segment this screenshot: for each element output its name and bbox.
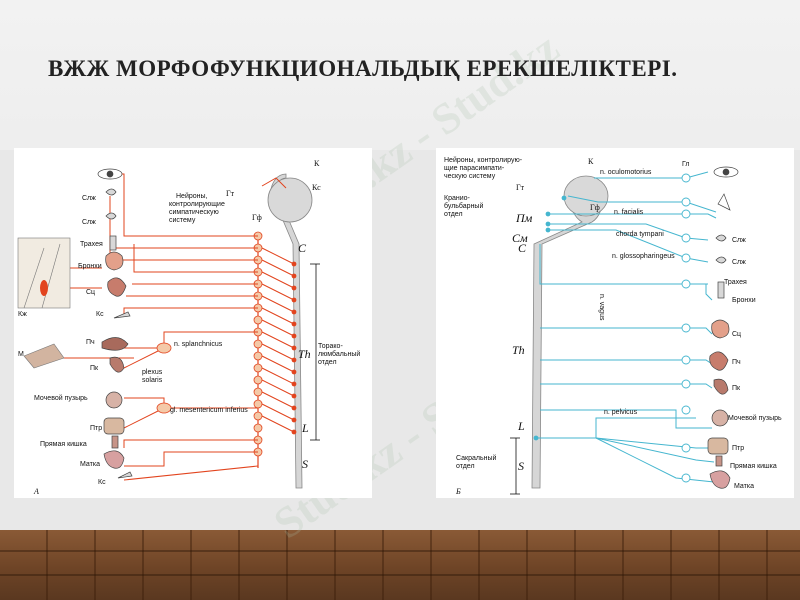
parasympathetic-diagram-svg: Нейроны, контролирую- щие парасимпати- ч… — [444, 156, 782, 496]
svg-text:Пк: Пк — [90, 365, 99, 372]
segment-c: C — [518, 241, 527, 255]
svg-text:Слж: Слж — [82, 219, 96, 226]
svg-text:Птр: Птр — [732, 445, 744, 452]
svg-text:n. vagus: n. vagus — [598, 294, 605, 321]
svg-text:отдел: отдел — [318, 359, 337, 366]
panel-letter-a: A — [33, 487, 39, 496]
sacral-note: Сакральный отдел — [456, 454, 497, 470]
svg-text:Трахея: Трахея — [724, 279, 747, 286]
svg-text:Бронхи: Бронхи — [732, 297, 756, 304]
segment-s: S — [302, 457, 308, 471]
svg-text:Слж: Слж — [732, 259, 746, 266]
svg-text:Трахея: Трахея — [80, 241, 103, 248]
svg-text:n. oculomotorius: n. oculomotorius — [600, 169, 652, 176]
parasympathetic-ganglia — [681, 173, 691, 483]
svg-text:Прямая кишка: Прямая кишка — [730, 463, 777, 470]
svg-text:систему: систему — [169, 217, 196, 224]
segment-s: S — [518, 459, 524, 473]
svg-text:Торако-: Торако- — [318, 343, 343, 350]
label-gt: Гт — [516, 183, 525, 192]
thoracolumbar-note: Торако- люмбальный отдел — [318, 343, 360, 366]
label-k: К — [588, 157, 594, 166]
svg-text:Пч: Пч — [86, 339, 95, 346]
svg-text:Сакральный: Сакральный — [456, 454, 497, 462]
sympathetic-diagram: Нейроны, контролирующие симпатическую си… — [14, 148, 372, 498]
svg-text:отдел: отдел — [444, 211, 463, 218]
label-gt: Гт — [226, 189, 235, 198]
sympathetic-diagram-svg: Нейроны, контролирующие симпатическую си… — [17, 159, 360, 496]
label-solaris: solaris — [142, 377, 163, 384]
svg-text:Гл: Гл — [682, 161, 689, 168]
label-k: К — [314, 159, 320, 168]
panel-letter-b: Б — [455, 487, 461, 496]
brain-stem — [267, 177, 313, 223]
wooden-floor — [0, 530, 800, 600]
header-label: Нейроны, контролирую- щие парасимпати- ч… — [444, 156, 523, 180]
craniobulbar-note: Кранио- бульбарный отдел — [444, 195, 483, 218]
label-skin: Кж — [18, 311, 27, 318]
svg-text:Пк: Пк — [732, 385, 741, 392]
svg-text:бульбарный: бульбарный — [444, 202, 483, 210]
svg-text:Нейроны, контролирую-: Нейроны, контролирую- — [444, 156, 523, 164]
svg-text:Бронхи: Бронхи — [78, 263, 102, 270]
organ-labels: Слж Слж Трахея Бронхи Сц Кс Пч Пк Мочево… — [34, 195, 106, 486]
svg-text:Нейроны,: Нейроны, — [176, 192, 208, 200]
label-plexus: plexus — [142, 369, 163, 376]
svg-text:chorda tympani: chorda tympani — [616, 231, 664, 238]
svg-text:Пч: Пч — [732, 359, 741, 366]
svg-text:Слж: Слж — [82, 195, 96, 202]
brain-stem — [563, 175, 609, 217]
segment-c: C — [298, 241, 307, 255]
svg-text:Птр: Птр — [90, 425, 102, 432]
segment-th: Th — [512, 343, 525, 357]
svg-text:Кранио-: Кранио- — [444, 195, 471, 202]
label-sm: См — [512, 231, 528, 245]
segment-l: L — [517, 419, 525, 433]
header-label: Нейроны, контролирующие симпатическую си… — [169, 192, 225, 224]
svg-text:отдел: отдел — [456, 463, 475, 470]
svg-text:n. pelvicus: n. pelvicus — [604, 409, 638, 416]
svg-text:Слж: Слж — [732, 237, 746, 244]
label-mesentericum: gl. mesentericum inferius — [170, 407, 248, 414]
svg-text:люмбальный: люмбальный — [318, 350, 360, 358]
label-splanchnicus: n. splanchnicus — [174, 341, 223, 348]
nuclei-dots — [533, 195, 567, 441]
svg-text:n. glossopharingeus: n. glossopharingeus — [612, 253, 675, 260]
svg-text:Кс: Кс — [96, 311, 104, 318]
svg-text:Сц: Сц — [86, 289, 95, 296]
label-muscle: М — [18, 351, 24, 358]
svg-text:Прямая кишка: Прямая кишка — [40, 441, 87, 448]
svg-text:контролирующие: контролирующие — [169, 201, 225, 208]
svg-text:щие парасимпати-: щие парасимпати- — [444, 165, 505, 172]
svg-text:Сц: Сц — [732, 331, 741, 338]
svg-text:Мочевой пузырь: Мочевой пузырь — [34, 394, 88, 402]
nerve-labels: n. oculomotorius n. facialis chorda tymp… — [598, 169, 675, 416]
prevertebral-ganglia — [156, 342, 172, 414]
organ-icons — [707, 166, 739, 489]
svg-text:Кс: Кс — [98, 479, 106, 486]
segment-l: L — [301, 421, 309, 435]
skin-section — [17, 237, 71, 369]
organ-icons — [97, 168, 133, 479]
svg-text:ческую систему: ческую систему — [444, 173, 496, 180]
label-ks: Кс — [312, 183, 321, 192]
svg-text:Матка: Матка — [734, 483, 754, 490]
parasympathetic-diagram: Нейроны, контролирую- щие парасимпати- ч… — [436, 148, 794, 498]
svg-text:n. facialis: n. facialis — [614, 209, 644, 216]
label-gf: Гф — [590, 203, 600, 212]
segment-th: Th — [298, 347, 311, 361]
label-gf: Гф — [252, 213, 262, 222]
label-pm: Пм — [515, 211, 533, 225]
slide-title: ВЖЖ МОРФОФУНКЦИОНАЛЬДЫҚ ЕРЕКШЕЛІКТЕРІ. — [48, 56, 678, 81]
svg-text:Матка: Матка — [80, 461, 100, 468]
svg-text:симпатическую: симпатическую — [169, 209, 219, 216]
svg-text:Мочевой пузырь: Мочевой пузырь — [728, 414, 782, 422]
organ-labels: Гл Слж Слж Трахея Бронхи Сц Пч Пк Мочево… — [682, 161, 782, 490]
